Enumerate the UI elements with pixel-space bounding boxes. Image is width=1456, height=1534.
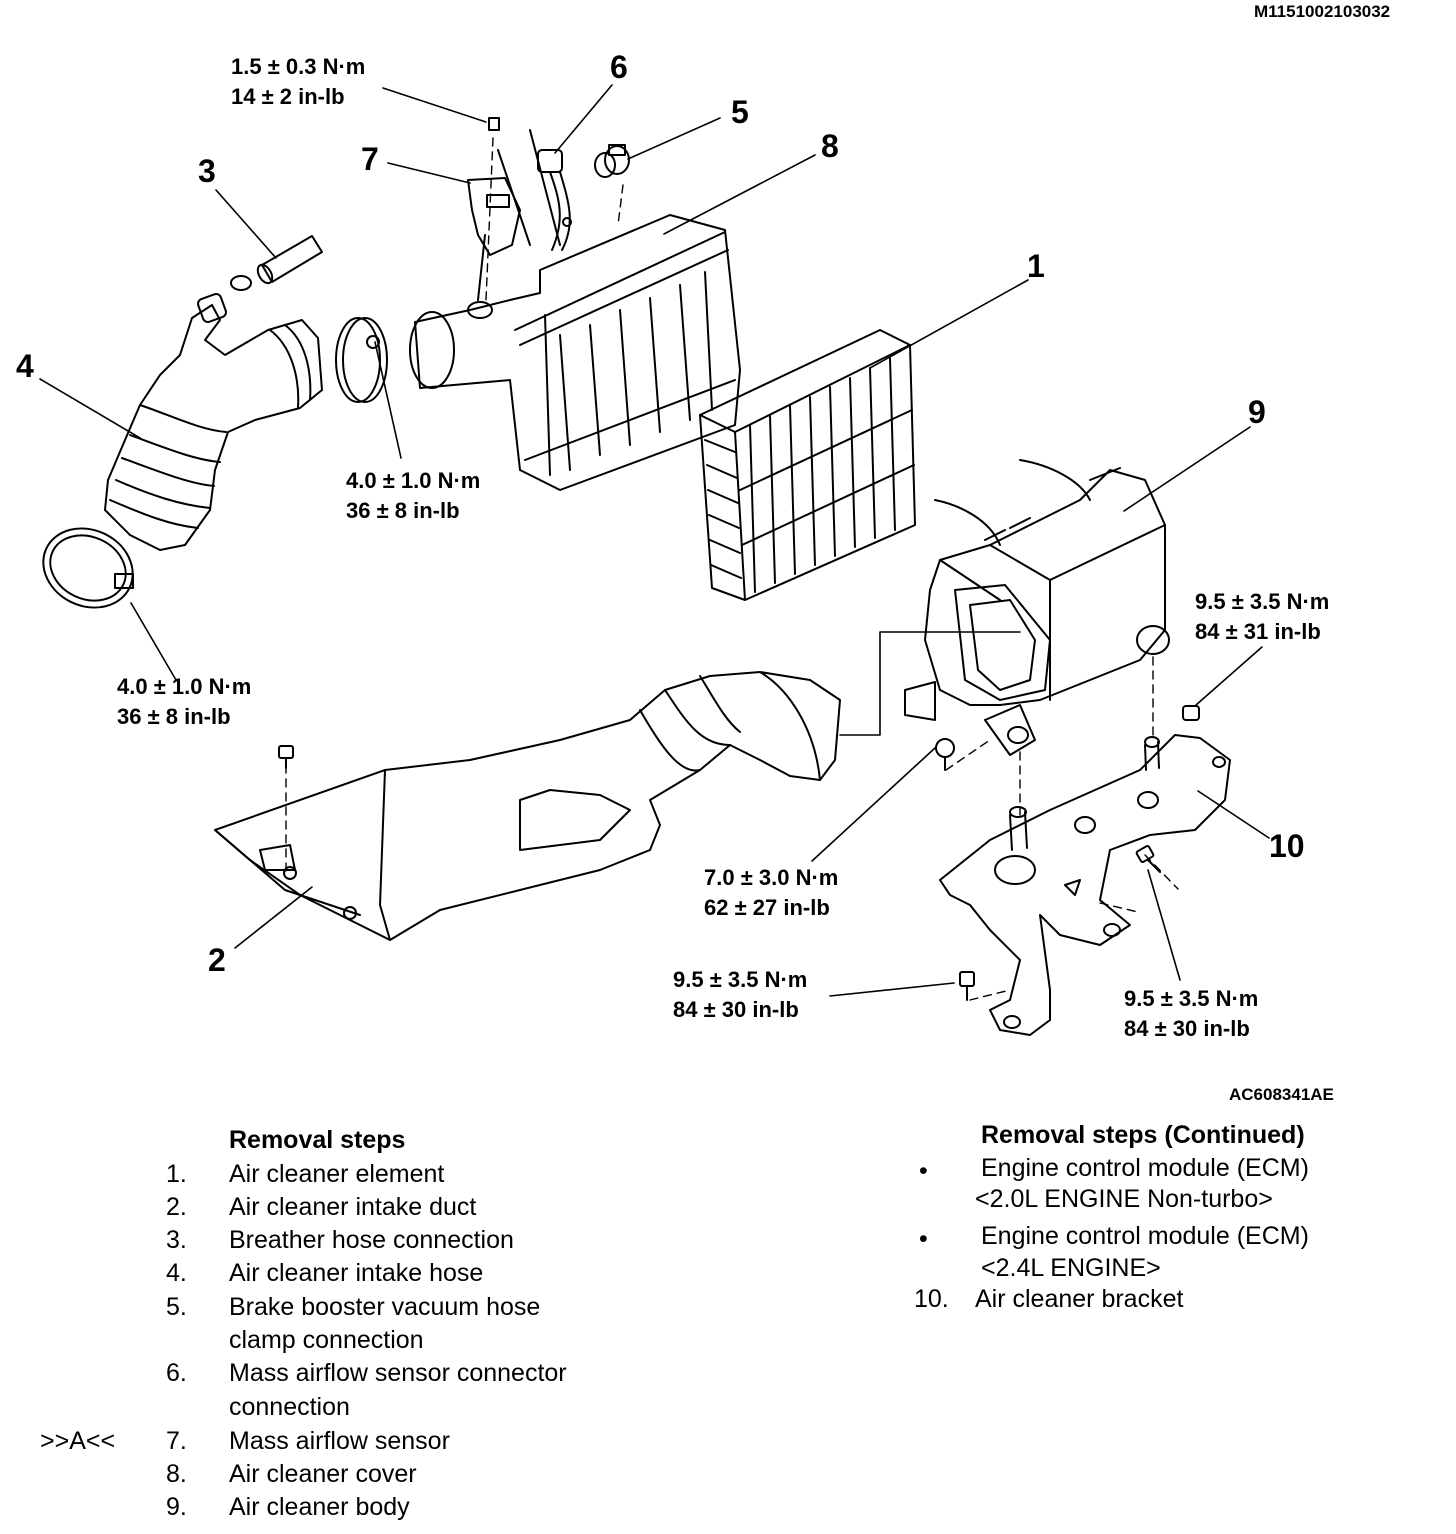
hose-clamp-ring-drawing	[30, 514, 145, 622]
torque-inlb: 36 ± 8 in-lb	[346, 498, 460, 523]
torque-inlb: 36 ± 8 in-lb	[117, 704, 231, 729]
torque-spec-bracket-bolt-right: 9.5 ± 3.5 N·m 84 ± 30 in-lb	[1124, 984, 1258, 1044]
intake-duct-drawing	[215, 672, 840, 940]
step-text: Engine control module (ECM)	[981, 1154, 1309, 1182]
torque-nm: 4.0 ± 1.0 N·m	[117, 674, 252, 699]
step-num: 6.	[166, 1359, 187, 1387]
step-text-cont: <2.4L ENGINE>	[981, 1254, 1161, 1282]
callout-9: 9	[1248, 394, 1266, 430]
step-num: 4.	[166, 1259, 187, 1287]
figure-id: AC608341AE	[1229, 1085, 1334, 1104]
connector-drawing	[538, 150, 571, 250]
step-text: Engine control module (ECM)	[981, 1222, 1309, 1250]
step-text: Air cleaner cover	[229, 1460, 417, 1488]
step-num: 10.	[914, 1285, 949, 1313]
step-text: Breather hose connection	[229, 1226, 514, 1254]
callout-4: 4	[16, 348, 34, 384]
torque-nm: 9.5 ± 3.5 N·m	[673, 967, 808, 992]
torque-spec-maf-screw: 1.5 ± 0.3 N·m 14 ± 2 in-lb	[231, 52, 365, 112]
step-text: Air cleaner body	[229, 1493, 410, 1521]
removal-steps-continued-title: Removal steps (Continued)	[981, 1121, 1305, 1149]
breather-hose-drawing	[231, 236, 322, 290]
step-bullet: •	[919, 1157, 928, 1185]
step-text: Air cleaner element	[229, 1160, 445, 1188]
callout-2: 2	[208, 942, 226, 978]
torque-inlb: 84 ± 30 in-lb	[673, 997, 799, 1022]
intake-hose-drawing	[105, 293, 322, 550]
torque-nm: 1.5 ± 0.3 N·m	[231, 54, 366, 79]
step-num: 9.	[166, 1493, 187, 1521]
torque-inlb: 84 ± 31 in-lb	[1195, 619, 1321, 644]
air-cleaner-bracket-drawing	[940, 735, 1230, 1035]
torque-inlb: 62 ± 27 in-lb	[704, 895, 830, 920]
step-text: Brake booster vacuum hose	[229, 1293, 541, 1321]
step-text: Air cleaner intake hose	[229, 1259, 484, 1287]
cover-clamp-drawing	[336, 318, 387, 402]
step-mark-a: >>A<<	[40, 1427, 116, 1455]
maf-sensor-drawing	[468, 118, 560, 318]
fasteners-drawing	[279, 706, 1199, 1000]
leader-lines	[40, 85, 1269, 996]
vacuum-clamp-drawing	[595, 145, 629, 177]
step-num: 1.	[166, 1160, 187, 1188]
torque-nm: 7.0 ± 3.0 N·m	[704, 865, 839, 890]
air-cleaner-cover-drawing	[410, 215, 740, 490]
step-text: Mass airflow sensor connector	[229, 1359, 567, 1387]
step-num: 5.	[166, 1293, 187, 1321]
document-id: M1151002103032	[1254, 2, 1391, 21]
dashed-lines	[286, 138, 1178, 1000]
torque-spec-bracket-bolt-left: 9.5 ± 3.5 N·m 84 ± 30 in-lb	[673, 965, 807, 1025]
step-num: 8.	[166, 1460, 187, 1488]
callout-10: 10	[1269, 828, 1305, 864]
step-num: 3.	[166, 1226, 187, 1254]
step-text-cont: clamp connection	[229, 1326, 424, 1354]
callout-7: 7	[361, 141, 379, 177]
step-text: Mass airflow sensor	[229, 1427, 450, 1455]
torque-nm: 4.0 ± 1.0 N·m	[346, 468, 481, 493]
torque-spec-hose-clamp: 4.0 ± 1.0 N·m 36 ± 8 in-lb	[117, 672, 251, 732]
callout-5: 5	[731, 94, 749, 130]
step-text-cont: <2.0L ENGINE Non-turbo>	[975, 1185, 1273, 1213]
callout-1: 1	[1027, 248, 1045, 284]
removal-steps-title: Removal steps	[229, 1126, 406, 1154]
step-bullet: •	[919, 1225, 928, 1253]
torque-spec-bracket-nut-upper: 9.5 ± 3.5 N·m 84 ± 31 in-lb	[1195, 587, 1329, 647]
step-num: 7.	[166, 1427, 187, 1455]
torque-spec-body-bolt: 7.0 ± 3.0 N·m 62 ± 27 in-lb	[704, 863, 838, 923]
torque-inlb: 14 ± 2 in-lb	[231, 84, 345, 109]
callout-6: 6	[610, 49, 628, 85]
air-cleaner-body-drawing	[905, 460, 1169, 755]
torque-nm: 9.5 ± 3.5 N·m	[1124, 986, 1259, 1011]
torque-spec-cover-clamp: 4.0 ± 1.0 N·m 36 ± 8 in-lb	[346, 466, 480, 526]
callout-8: 8	[821, 128, 839, 164]
step-text: Air cleaner intake duct	[229, 1193, 477, 1221]
step-text-cont: connection	[229, 1393, 350, 1421]
callout-3: 3	[198, 153, 216, 189]
torque-nm: 9.5 ± 3.5 N·m	[1195, 589, 1330, 614]
step-text: Air cleaner bracket	[975, 1285, 1184, 1313]
torque-inlb: 84 ± 30 in-lb	[1124, 1016, 1250, 1041]
step-num: 2.	[166, 1193, 187, 1221]
air-cleaner-element-drawing	[700, 330, 915, 600]
